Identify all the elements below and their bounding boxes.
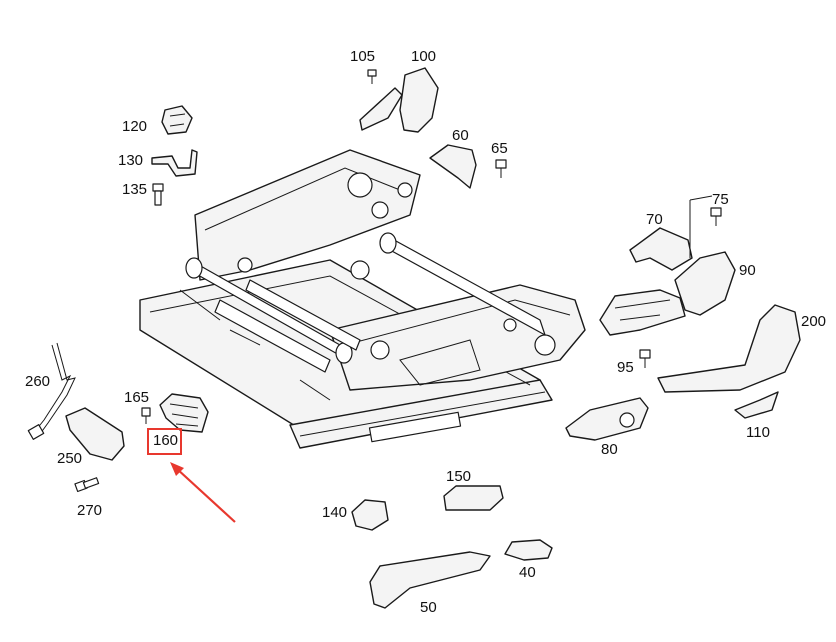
part-50-side-panel <box>369 551 491 609</box>
part-140-switch <box>351 499 389 531</box>
part-100-bracket <box>359 87 403 131</box>
highlight-box-160 <box>147 428 182 455</box>
callout-95: 95 <box>617 359 634 376</box>
part-120-clip <box>161 105 193 135</box>
part-40-clip <box>504 539 553 561</box>
part-65-screw <box>495 159 507 178</box>
callout-120: 120 <box>122 118 148 135</box>
callout-80: 80 <box>601 441 618 458</box>
callout-250: 250 <box>57 450 83 467</box>
callout-260: 260 <box>25 373 51 390</box>
callout-140: 140 <box>322 504 348 521</box>
part-70-bracket <box>629 195 713 271</box>
part-60-cover <box>429 144 477 189</box>
callout-270: 270 <box>77 502 103 519</box>
callout-75: 75 <box>712 191 729 208</box>
callout-105: 105 <box>350 48 376 65</box>
callout-40: 40 <box>519 564 536 581</box>
part-90-bracket <box>674 251 736 316</box>
callout-50: 50 <box>420 599 437 616</box>
callout-165: 165 <box>124 389 150 406</box>
callout-130: 130 <box>118 152 144 169</box>
callout-65: 65 <box>491 140 508 157</box>
part-100-hinge-cover <box>399 67 439 133</box>
motor-assembly <box>599 289 686 336</box>
highlight-arrow <box>170 462 236 523</box>
callout-150: 150 <box>446 468 472 485</box>
callout-100: 100 <box>411 48 437 65</box>
part-200-side-trim <box>657 304 801 393</box>
part-250-cover <box>65 407 125 461</box>
part-105-screw <box>367 69 377 84</box>
callout-200: 200 <box>801 313 827 330</box>
part-95-screw <box>639 349 651 368</box>
part-260-cable <box>27 342 76 440</box>
part-150-switch-cover <box>443 485 504 511</box>
seat-frame-assembly <box>139 149 586 449</box>
part-165-screw <box>141 407 151 424</box>
part-160-switch-bracket <box>159 393 209 433</box>
part-80-cover <box>565 397 649 441</box>
part-130-strap <box>151 149 198 177</box>
part-270-screw <box>74 477 100 493</box>
part-110-trim <box>734 391 779 419</box>
callout-70: 70 <box>646 211 663 228</box>
callout-110: 110 <box>746 424 770 441</box>
part-75-screw <box>710 207 722 226</box>
part-135-bolt <box>152 183 164 206</box>
callout-60: 60 <box>452 127 469 144</box>
callout-135: 135 <box>122 181 148 198</box>
callout-90: 90 <box>739 262 756 279</box>
callout-160: 160 <box>153 432 179 449</box>
